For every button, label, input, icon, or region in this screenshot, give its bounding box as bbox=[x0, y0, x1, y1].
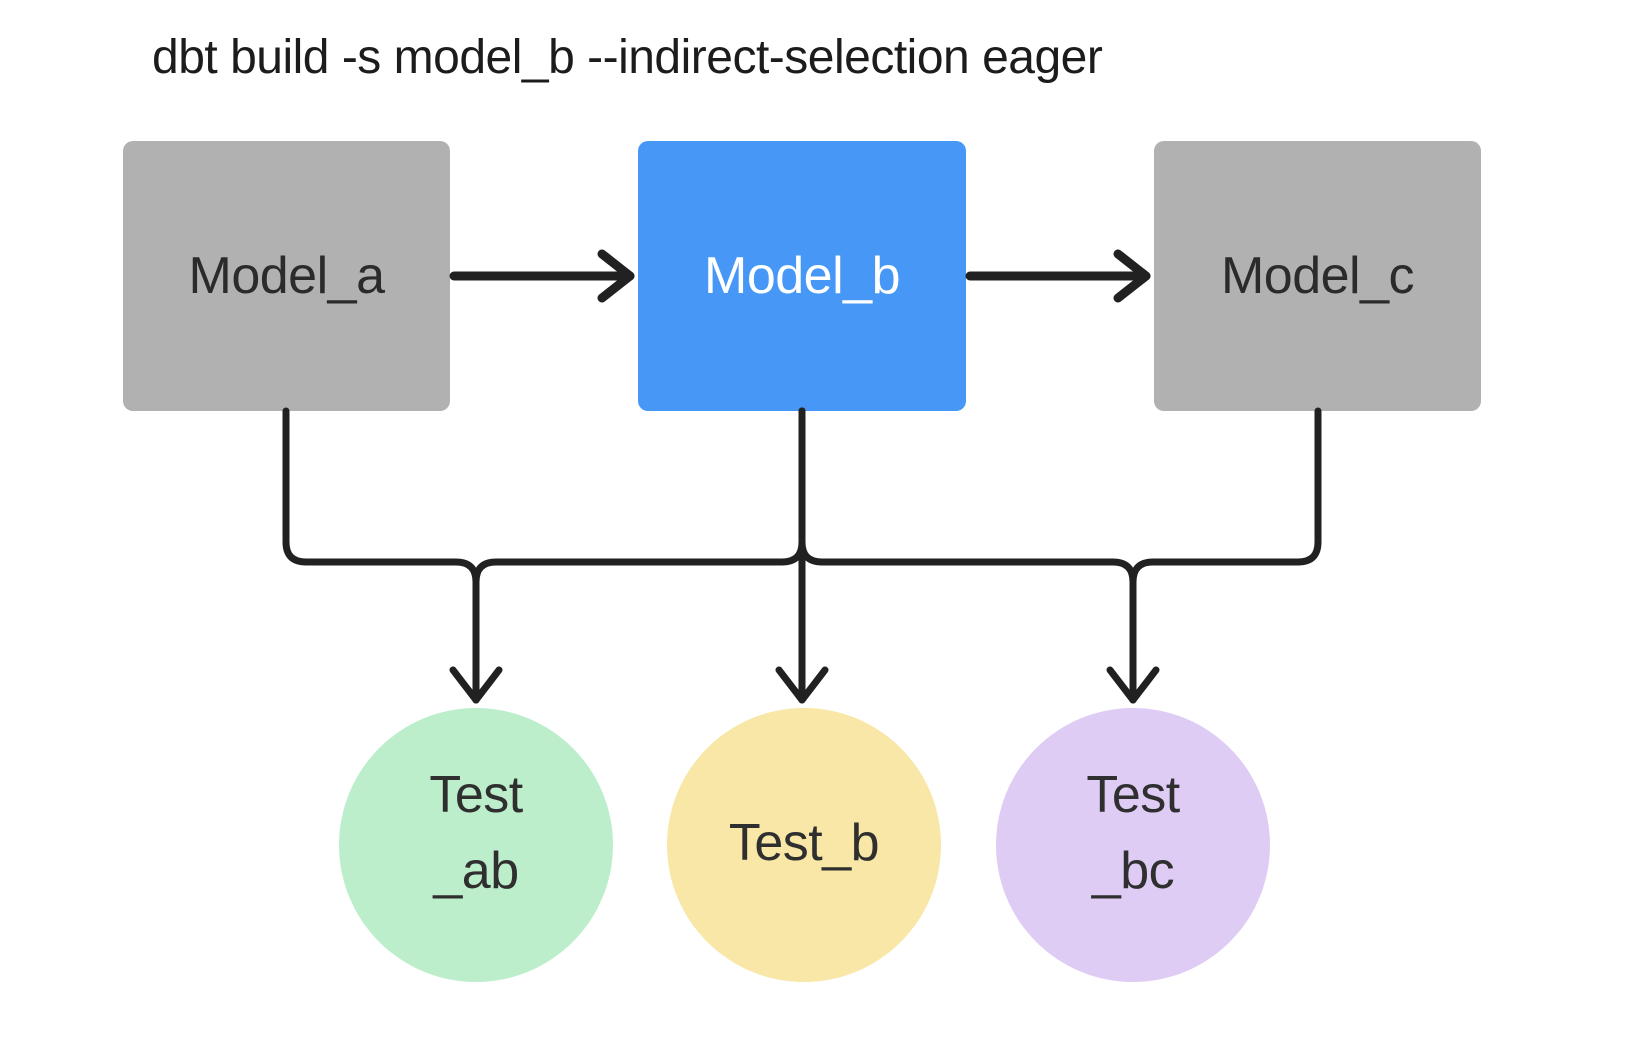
node-model-c: Model_c bbox=[1154, 141, 1481, 411]
node-model-c-label: Model_c bbox=[1220, 247, 1415, 305]
edge-model-a-to-test-ab bbox=[282, 407, 503, 704]
node-test-b-label: Test_b bbox=[728, 814, 880, 872]
edge-model-c-to-test-bc bbox=[1106, 407, 1322, 704]
node-test-b: Test_b bbox=[667, 708, 941, 982]
node-model-a: Model_a bbox=[123, 141, 450, 411]
edge-model-b-to-test-ab bbox=[472, 407, 806, 704]
node-test-bc: Test _bc bbox=[996, 708, 1270, 982]
node-model-b-label: Model_b bbox=[704, 247, 900, 305]
diagram-title: dbt build -s model_b --indirect-selectio… bbox=[152, 31, 1103, 84]
node-test-bc-label: Test _bc bbox=[1086, 766, 1180, 900]
node-model-b: Model_b bbox=[638, 141, 966, 411]
node-test-ab: Test _ab bbox=[339, 708, 613, 982]
edge-model-b-to-test-bc bbox=[798, 407, 1137, 704]
node-test-ab-label: Test _ab bbox=[429, 766, 523, 900]
node-model-a-label: Model_a bbox=[188, 247, 385, 305]
